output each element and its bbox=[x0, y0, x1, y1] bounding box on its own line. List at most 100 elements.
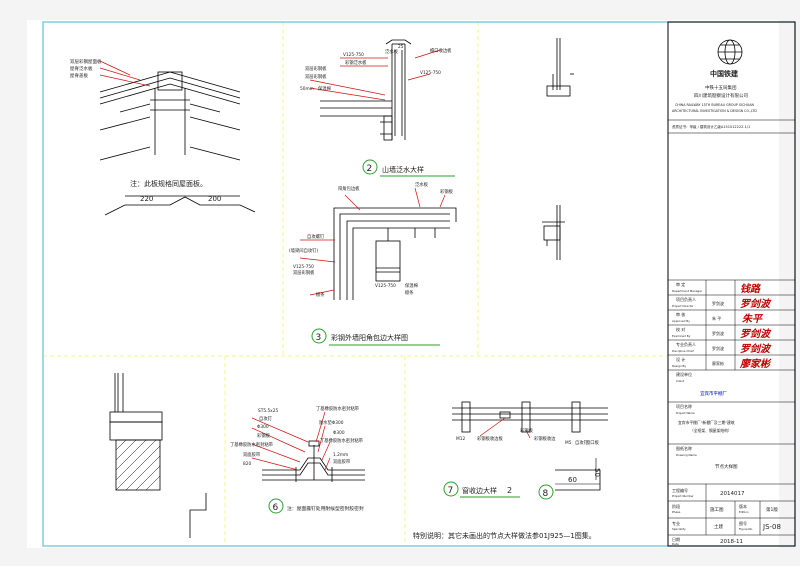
ridge-detail bbox=[99, 71, 256, 216]
row-label-4: 校 对 bbox=[676, 326, 685, 332]
signature-3: 朱平 bbox=[742, 313, 764, 325]
screw-label-13: 双面胶带 bbox=[333, 458, 351, 465]
specialty-label-en: Speciality bbox=[672, 527, 686, 531]
project-label-en: Project Name bbox=[676, 411, 695, 415]
company-en-1: CHINA RAILWAY 15TH BUREAU GROUP SICHUAN bbox=[675, 103, 754, 107]
date-label-en: Date bbox=[672, 542, 679, 546]
corner-trim-detail bbox=[333, 207, 457, 300]
dim-left: 220 bbox=[140, 195, 153, 203]
row-label-3: 审 核 bbox=[676, 311, 685, 317]
project-name-2: （全框架、钢屋架结构） bbox=[690, 428, 732, 433]
signature-5: 罗剑波 bbox=[740, 343, 772, 355]
gable-flashing-detail bbox=[320, 39, 412, 141]
gable-label-2: V125-750 bbox=[343, 52, 364, 58]
callout-6-number: 6 bbox=[273, 503, 279, 513]
window-label-3: 彩钢板收边板 bbox=[477, 435, 503, 442]
gable-label-5: 泛水板 bbox=[385, 48, 399, 55]
callout-7-circle bbox=[443, 481, 459, 497]
corner-label-5: (墙梁间自攻钉) bbox=[289, 247, 318, 254]
gable-label-1: 25 bbox=[398, 44, 404, 50]
project-name-1: 宜宾市平棚厂"新棚厂及三期"建筑 bbox=[678, 420, 735, 425]
column-profile-top bbox=[546, 38, 574, 97]
window-label-6: 彩钢板收边 bbox=[534, 435, 556, 442]
column-profile-middle bbox=[542, 205, 565, 260]
screw-label-2: 自攻钉 bbox=[259, 415, 273, 422]
signature-1: 钱路 bbox=[740, 283, 761, 295]
wall-section-detail bbox=[109, 373, 163, 491]
company-cn-2: 四川建筑勘察设计有限公司 bbox=[694, 92, 748, 99]
screw-label-12: 1.2mm bbox=[333, 452, 348, 458]
ridge-leaders bbox=[99, 60, 151, 87]
corner-label-3: 彩钢板 bbox=[440, 188, 454, 195]
company-logo bbox=[717, 39, 743, 65]
screw-label-9: 防水垫Φ300 bbox=[319, 419, 344, 426]
window-label-4: M5 bbox=[565, 440, 572, 446]
detail-7-title: 窗收边大样 bbox=[462, 486, 497, 495]
row-name-6: 廖家彬 bbox=[712, 360, 724, 366]
title-block: 中国铁建 中铁十五局集团 四川建筑勘察设计有限公司 CHINA RAILWAY … bbox=[667, 21, 796, 547]
callout-7-number: 7 bbox=[448, 486, 454, 496]
callout-3-number: 3 bbox=[316, 333, 322, 343]
certificate-number: 资质证书：甲级 / 建筑设计乙级A151012222-1/1 bbox=[672, 124, 750, 129]
ridge-label-2: 屋脊泛水板 bbox=[70, 65, 93, 72]
row-label-en-2: Project Director bbox=[672, 304, 695, 308]
row-label-en-4: Examined By bbox=[672, 334, 691, 338]
callout-8-circle bbox=[538, 484, 554, 500]
drawing-label: 图纸名称 bbox=[676, 445, 692, 451]
corner-label-6: V125-750 bbox=[293, 264, 314, 270]
sheet-number-label-en: Figure No. bbox=[739, 527, 753, 531]
sheet-number-label: 图号 bbox=[739, 520, 747, 526]
screw-labels: ST5.5x25 自攻钉 Φ300 彩钢板 丁基橡胶防水密封粘带 双面胶带 82… bbox=[230, 405, 364, 467]
drawing-name: 节点大样图 bbox=[715, 463, 738, 470]
corner-leaders bbox=[299, 187, 446, 296]
corner-label-4: 自攻螺钉 bbox=[307, 233, 325, 240]
gable-label-9: 50mm bbox=[300, 86, 314, 92]
wall-section-hatch bbox=[115, 439, 161, 491]
phase-label: 阶段 bbox=[672, 503, 680, 509]
edition-value: 第1版 bbox=[766, 506, 778, 513]
project-number-label: 工程编号 bbox=[672, 487, 688, 493]
screw-label-10: Φ300 bbox=[333, 430, 345, 436]
date-value: 2018-11 bbox=[720, 539, 743, 545]
project-label: 项目名称 bbox=[676, 403, 692, 409]
edition-label-en: Edition bbox=[739, 510, 749, 514]
eave-note: 注：此板规格同屋面板。 bbox=[130, 179, 207, 188]
dim-right: 200 bbox=[208, 195, 221, 203]
section-grid bbox=[43, 22, 668, 545]
corner-label-11: 檩条 bbox=[316, 291, 325, 298]
angle-trim-detail bbox=[555, 469, 601, 491]
gable-label-8: 保温棉 bbox=[318, 85, 331, 92]
screw-detail bbox=[262, 440, 365, 482]
gable-label-10: 双层彩钢板 bbox=[305, 65, 327, 72]
detail-7-subtitle: 2 bbox=[507, 486, 512, 495]
window-label-1: M12 bbox=[456, 436, 465, 442]
callout-2-number: 2 bbox=[367, 164, 373, 174]
callout-6-circle bbox=[268, 498, 284, 514]
window-label-7: 窗口板 bbox=[586, 439, 600, 446]
drawing-label-en: Drawing Name bbox=[676, 453, 697, 457]
row-name-4: 罗剑波 bbox=[712, 330, 724, 336]
row-label-en-6: Design By bbox=[672, 364, 686, 368]
screw-label-5: 丁基橡胶防水密封粘带 bbox=[230, 441, 274, 448]
callout-2-circle bbox=[362, 159, 378, 175]
signature-4: 罗剑波 bbox=[740, 328, 772, 340]
row-name-5: 罗剑波 bbox=[712, 345, 724, 351]
logo-wordmark: 中国铁建 bbox=[710, 69, 739, 78]
row-label-en-1: Department Manager bbox=[672, 289, 703, 293]
row-label-5: 专业负责人 bbox=[676, 341, 696, 347]
gable-label-4: 彩钢泛水板 bbox=[345, 59, 367, 66]
corner-label-2: 泛水板 bbox=[415, 181, 429, 188]
detail-6-note: 注：屋面露钉处用耐候型密封胶密封 bbox=[287, 505, 364, 512]
corner-label-7: 双层彩钢板 bbox=[293, 269, 315, 276]
corner-labels: 阳角包边板 泛水板 彩钢板 自攻螺钉 (墙梁间自攻钉) V125-750 双层彩… bbox=[289, 181, 454, 298]
phase-value: 施工图 bbox=[710, 506, 724, 513]
window-leaders bbox=[479, 417, 531, 439]
specialty-value: 土建 bbox=[714, 523, 723, 530]
gable-labels: 25 V125-750 檐口收边板 彩钢泛水板 泛水板 双层彩钢板 V125-7… bbox=[300, 44, 452, 92]
dim-60-text: 60 bbox=[568, 476, 577, 484]
corner-label-10: 檩条 bbox=[405, 289, 414, 296]
window-label-5: 自攻钉 bbox=[575, 439, 589, 446]
row-label-en-3: Approved By bbox=[672, 319, 690, 323]
detail-3-title: 彩钢外墙阳角包边大样图 bbox=[331, 333, 408, 342]
